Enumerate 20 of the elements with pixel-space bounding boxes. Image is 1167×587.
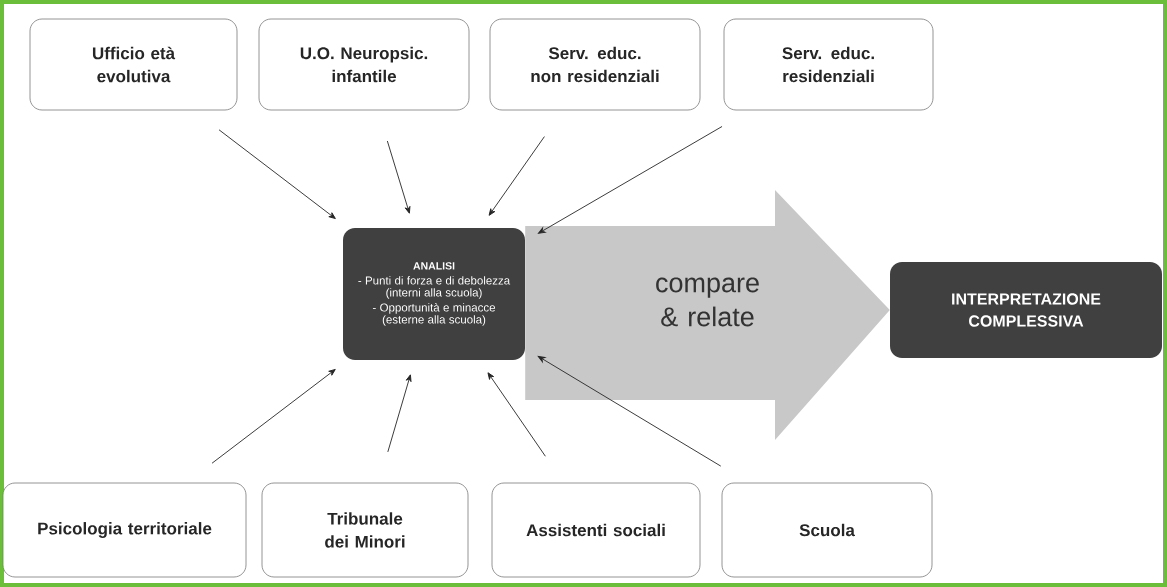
arrow <box>537 126 723 234</box>
arrow <box>218 129 336 219</box>
arrow <box>537 355 722 467</box>
source-box: Ufficio età evolutiva <box>29 18 238 111</box>
source-box: Serv. educ. non residenziali <box>489 18 701 111</box>
analysis-box: ANALISI - Punti di forza e di debolezza (interni alla scuola) - Opportunità e minacce (esterne alla scuola) <box>343 228 525 360</box>
edge-label: compare & relate <box>656 277 759 327</box>
source-box: U.O. Neuropsic. infantile <box>258 18 470 111</box>
source-box: Serv. educ. residenziali <box>723 18 934 111</box>
source-box: Tribunale dei Minori <box>261 482 469 578</box>
arrow <box>387 374 412 453</box>
arrow <box>386 140 411 214</box>
arrow <box>487 372 546 457</box>
arrow <box>211 369 336 464</box>
source-box: Scuola <box>721 482 933 578</box>
source-box: Psicologia territoriale <box>2 482 247 578</box>
result-box: INTERPRETAZIONE COMPLESSIVA <box>890 262 1162 358</box>
arrow <box>488 136 545 216</box>
block-arrow <box>525 190 890 440</box>
source-box: Assistenti sociali <box>491 482 701 578</box>
